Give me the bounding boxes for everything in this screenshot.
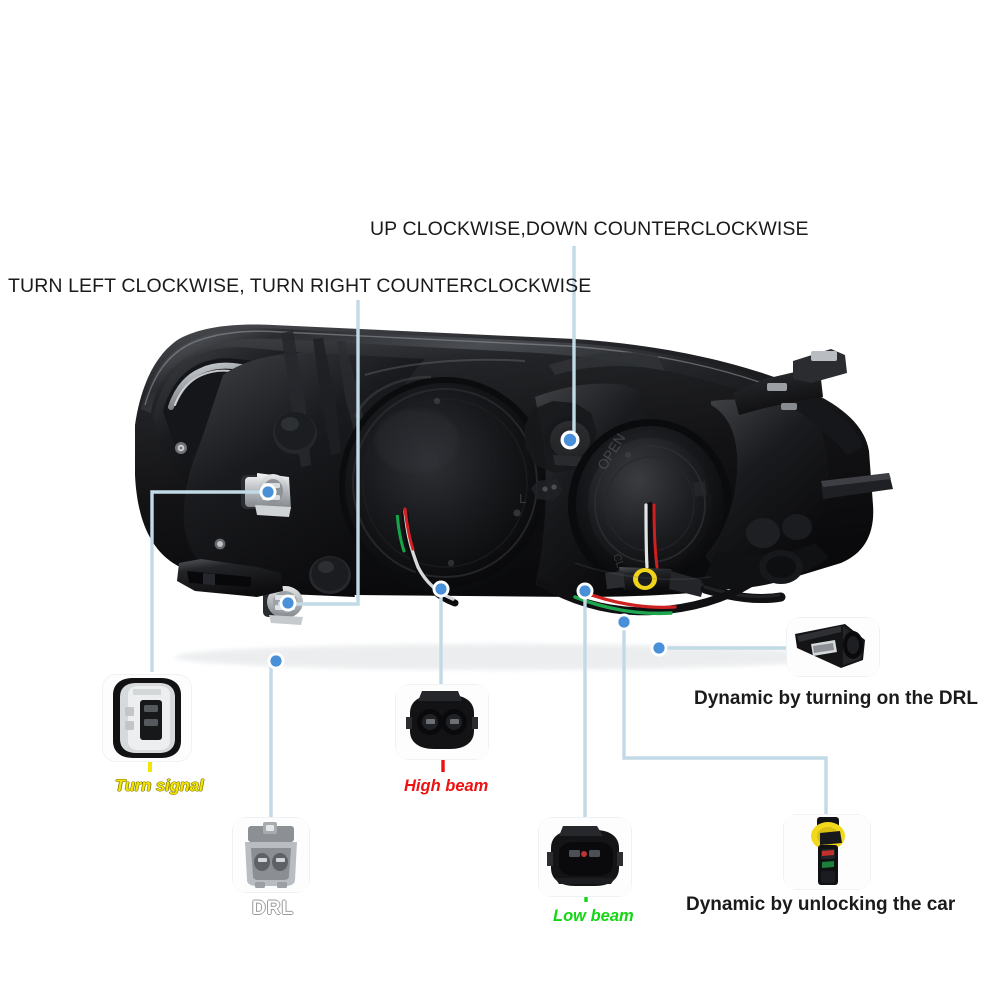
- label-vertical-adjustment: UP CLOCKWISE,DOWN COUNTERCLOCKWISE: [370, 218, 809, 240]
- inset-turn-signal-socket: [103, 675, 191, 761]
- label-turn-signal: Turn signal: [115, 777, 204, 795]
- inset-low-beam-connector: [539, 818, 631, 896]
- label-drl: DRL: [252, 898, 295, 919]
- label-high-beam: High beam: [404, 777, 489, 795]
- projector-bowl-main: L: [339, 375, 551, 593]
- label-low-beam: Low beam: [553, 907, 634, 925]
- label-dynamic-drl: Dynamic by turning on the DRL: [694, 688, 978, 709]
- label-horizontal-adjustment: TURN LEFT CLOCKWISE, TURN RIGHT COUNTERC…: [8, 275, 592, 297]
- inset-drl-connector: [233, 818, 309, 892]
- inset-drl-dynamic-connector: [787, 618, 879, 676]
- label-dynamic-unlock: Dynamic by unlocking the car: [686, 894, 956, 915]
- headlight-assembly-image: L OPEN: [135, 324, 893, 670]
- inline-bulb-connector: [605, 567, 705, 597]
- inset-high-beam-connector: [396, 685, 488, 759]
- inset-unlock-dynamic-connector: [784, 815, 870, 889]
- svg-text:L: L: [519, 491, 526, 506]
